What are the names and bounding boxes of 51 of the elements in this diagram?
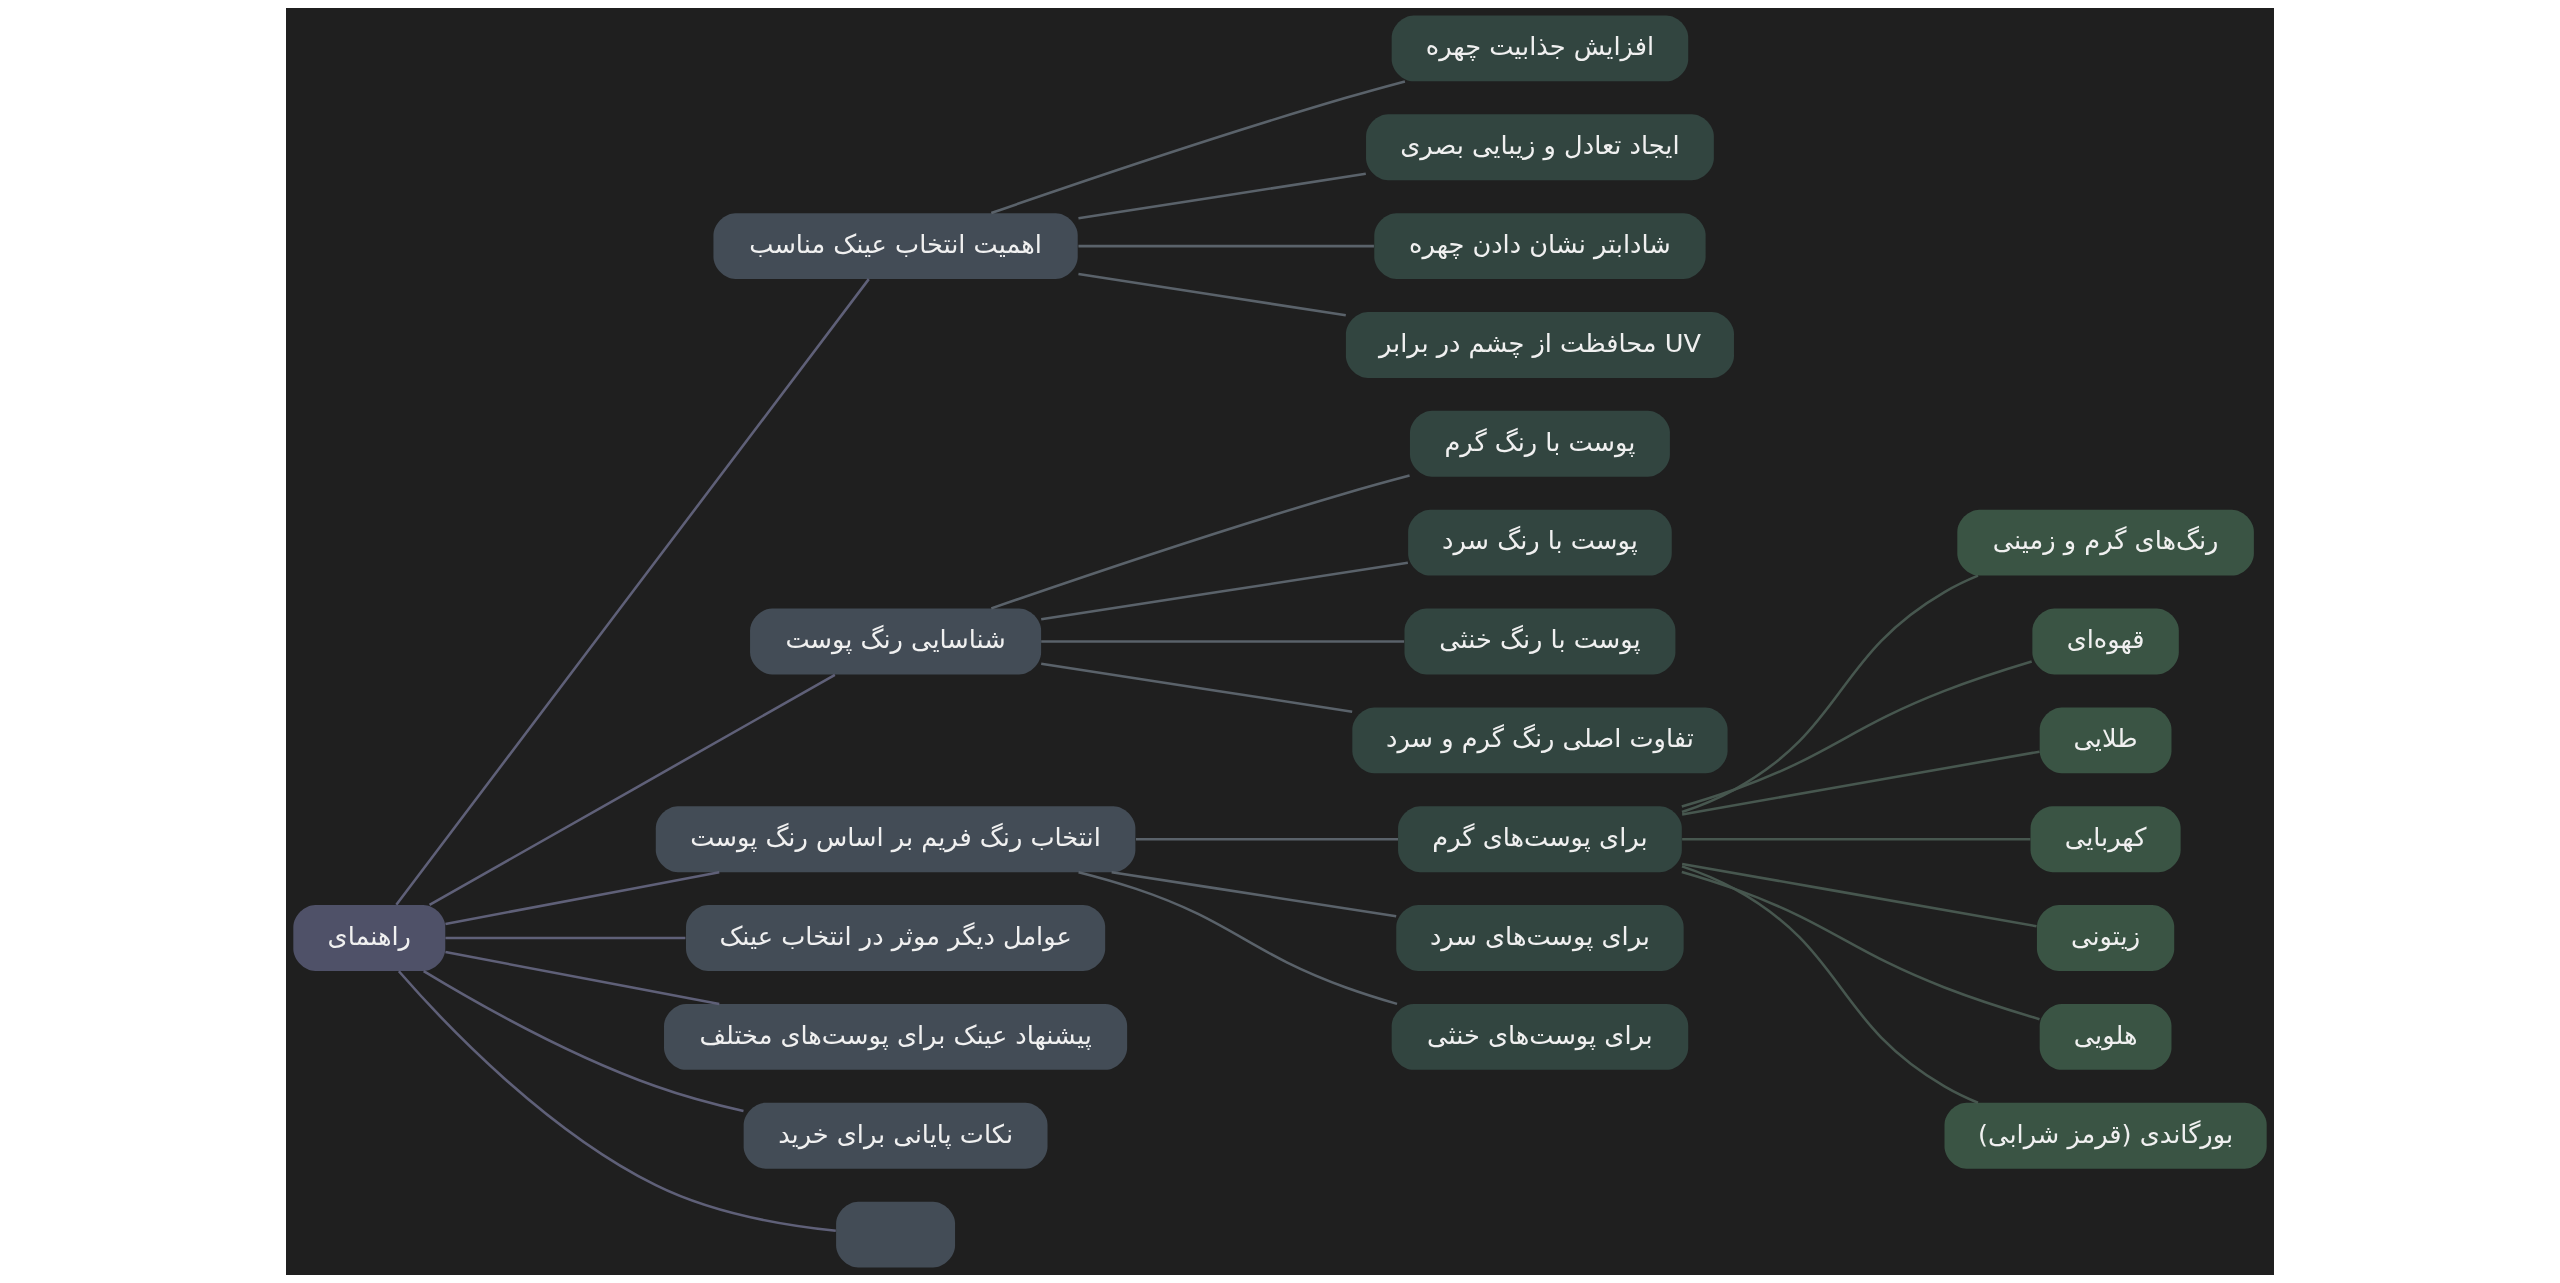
connector (1681, 660, 2033, 808)
connector (1078, 272, 1346, 317)
connector (445, 950, 720, 1006)
node-box: شادابتر نشان دادن چهره (1374, 213, 1706, 280)
node-box: پیشنهاد عینک برای پوست‌های مختلف (664, 1003, 1128, 1070)
connector (1078, 172, 1366, 220)
node-box: بورگاندی (قرمز شرابی) (1944, 1102, 2267, 1169)
node-box: تفاوت اصلی رنگ گرم و سرد (1352, 707, 1728, 774)
connector (1111, 871, 1397, 918)
connector (428, 673, 836, 906)
connector (1041, 662, 1353, 713)
node-box: هلویی (2039, 1003, 2172, 1070)
connector (1041, 561, 1409, 621)
connector (1681, 750, 2040, 816)
node-box: ایجاد تعادل و زیبایی بصری (1366, 114, 1714, 181)
connector (1682, 837, 2031, 841)
node-box (836, 1201, 956, 1268)
connector (990, 80, 1406, 215)
node-box: کهربایی (2030, 806, 2181, 873)
node-box: پوست با رنگ گرم (1409, 410, 1670, 477)
node-box: محافظت از چشم در برابر UV (1345, 312, 1734, 378)
node-box: شناسایی رنگ پوست (750, 608, 1042, 675)
node-box: انتخاب رنگ فریم بر اساس رنگ پوست (655, 806, 1136, 873)
connector (1136, 837, 1398, 841)
connector (1681, 574, 1979, 814)
connector (397, 970, 836, 1233)
node-box: رنگ‌های گرم و زمینی (1957, 509, 2254, 576)
node-box: برای پوست‌های گرم (1398, 806, 1682, 873)
connector (1681, 865, 1979, 1104)
connector (445, 936, 686, 940)
connector (1078, 244, 1374, 248)
node-box: افزایش جذابیت چهره (1391, 15, 1689, 82)
node-box: عوامل دیگر موثر در انتخاب عینک (686, 905, 1106, 971)
node-box: برای پوست‌های سرد (1396, 905, 1684, 971)
node-box: راهنمای (293, 905, 446, 971)
node-box: طلایی (2039, 707, 2172, 774)
node-box: زیتونی (2036, 905, 2175, 971)
node-box: پوست با رنگ خنثی (1404, 608, 1676, 675)
node-box: نکات پایانی برای خرید (743, 1102, 1048, 1169)
connector (445, 870, 720, 926)
connector (1681, 862, 2037, 928)
node-box: اهمیت انتخاب عینک مناسب (713, 213, 1078, 280)
node-box: قهوه‌ای (2032, 608, 2179, 675)
connector (1078, 870, 1398, 1006)
connector (395, 278, 870, 906)
connector (990, 474, 1410, 610)
node-box: برای پوست‌های خنثی (1391, 1003, 1689, 1070)
connector (423, 970, 744, 1113)
node-box: پوست با رنگ سرد (1408, 509, 1672, 576)
connector (1041, 640, 1405, 643)
connector (1681, 870, 2040, 1021)
